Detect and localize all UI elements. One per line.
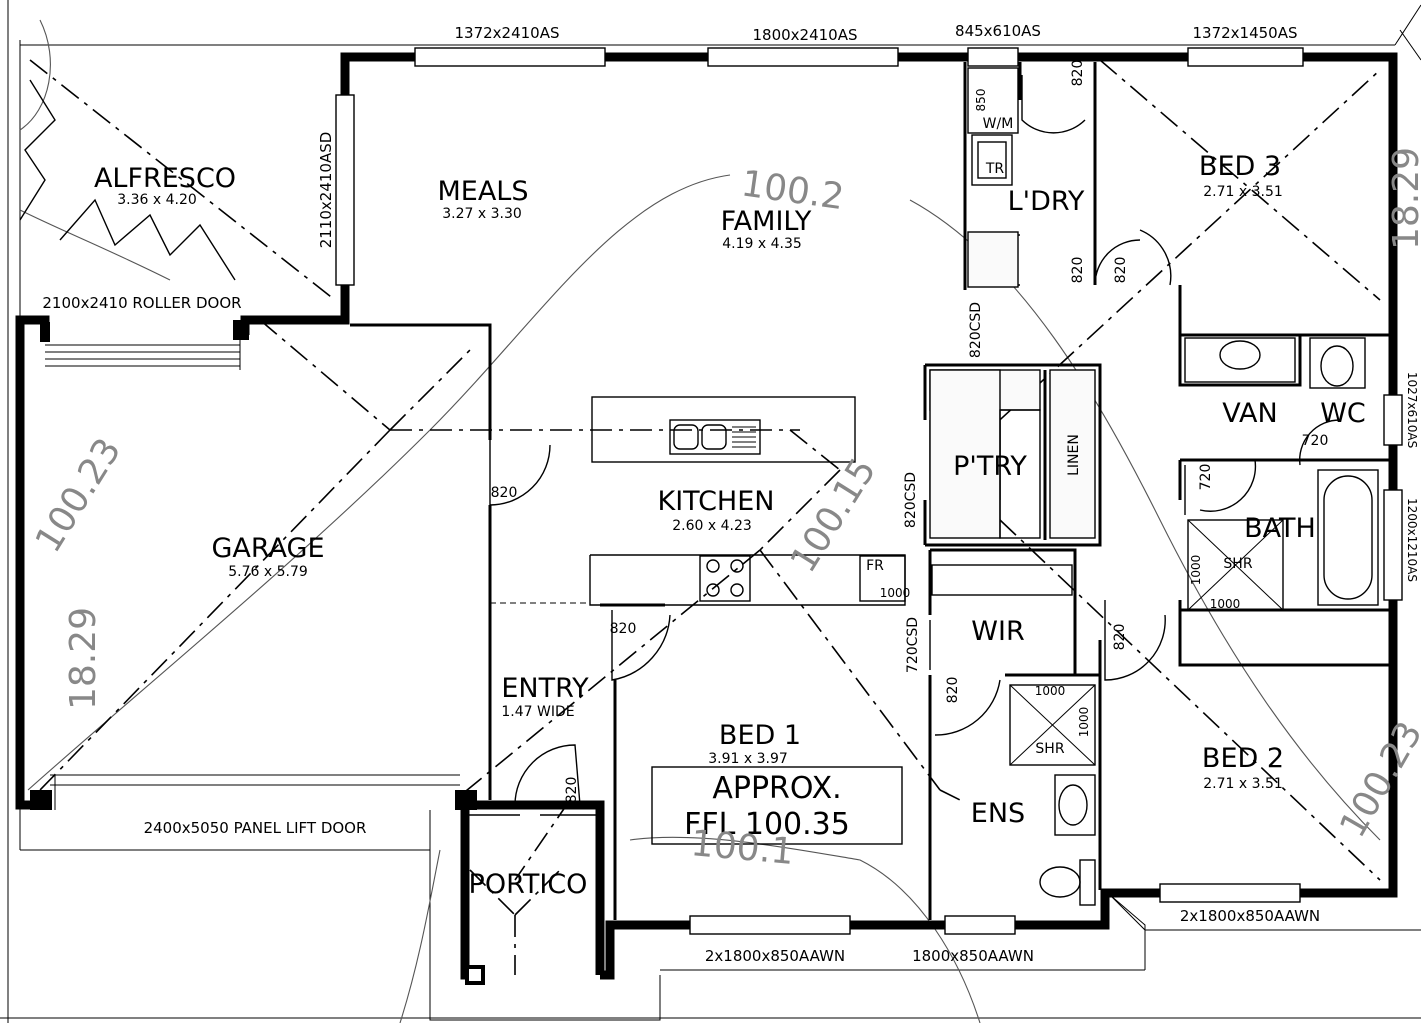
level-100-1: 100.1 [689, 823, 795, 873]
window-label-3: 845x610AS [955, 22, 1041, 40]
bath-shower-width: 1000 [1210, 597, 1241, 611]
room-pantry: P'TRY [953, 451, 1027, 482]
room-portico: PORTICO [469, 869, 588, 900]
ens-shower-width: 1000 [1035, 684, 1066, 698]
ffl-line2: FFL 100.35 [684, 807, 850, 842]
room-bed1: BED 1 [719, 720, 801, 751]
level-18-29-left: 18.29 [63, 607, 104, 710]
laundry-fixtures [967, 67, 1019, 288]
room-labels: ALFRESCO 3.36 x 4.20 MEALS 3.27 x 3.30 F… [94, 151, 1366, 900]
room-garage: GARAGE [211, 533, 324, 564]
room-meals-size: 3.27 x 3.30 [442, 206, 522, 222]
panel-lift-door-label: 2400x5050 PANEL LIFT DOOR [144, 819, 367, 837]
level-100-23-left: 100.23 [28, 431, 130, 560]
panel-lift-door [50, 774, 460, 810]
room-alfresco: ALFRESCO [94, 163, 236, 194]
room-entry: ENTRY [501, 673, 589, 704]
door-label-ens: 820 [945, 677, 961, 704]
window-label-ens: 1800x850AAWN [912, 947, 1034, 965]
window-label-wc: 1027x610AS [1405, 372, 1419, 448]
door-label-laundry-inner: 820 [1070, 257, 1086, 284]
room-family: FAMILY [721, 206, 812, 237]
room-kitchen-size: 2.60 x 4.23 [672, 518, 752, 534]
room-alfresco-size: 3.36 x 4.20 [117, 192, 197, 208]
room-van: VAN [1222, 398, 1277, 429]
ffl-line1: APPROX. [712, 771, 841, 806]
window-label-bath: 1200x1210AS [1405, 498, 1419, 582]
room-kitchen: KITCHEN [658, 486, 775, 517]
room-bed3-size: 2.71 x 3.51 [1203, 184, 1283, 200]
window-label-bed1: 2x1800x850AAWN [705, 947, 845, 965]
room-bed2: BED 2 [1202, 743, 1284, 774]
ens-shower-label: SHR [1035, 741, 1064, 757]
door-label-garage: 820 [491, 485, 518, 501]
room-entry-size: 1.47 WIDE [501, 704, 574, 720]
washing-machine-label: W/M [983, 116, 1014, 132]
room-family-size: 4.19 x 4.35 [722, 236, 802, 252]
door-label-bed2: 820 [1112, 624, 1128, 651]
roller-door [45, 340, 241, 370]
window-label-bed2: 2x1800x850AAWN [1180, 907, 1320, 925]
room-garage-size: 5.76 x 5.79 [228, 564, 308, 580]
room-bed2-size: 2.71 x 3.51 [1203, 776, 1283, 792]
door-label-bed3: 820 [1113, 257, 1129, 284]
door-label-laundry: 820 [1070, 60, 1086, 87]
ffl-box: APPROX. FFL 100.35 [651, 766, 903, 845]
front-trim [465, 814, 1146, 985]
roller-door-label: 2100x2410 ROLLER DOOR [42, 294, 241, 312]
door-labels: 820 820 820 820CSD 820 820CSD 820 720CSD… [491, 60, 1329, 804]
door-label-pantry-csd: 820CSD [903, 472, 919, 528]
room-linen: LINEN [1066, 434, 1082, 476]
alfresco-zigzag [19, 79, 236, 281]
room-meals: MEALS [437, 176, 528, 207]
room-wc: WC [1320, 398, 1366, 429]
internal-walls [350, 62, 1390, 920]
bath-shower-label: SHR [1223, 556, 1252, 572]
level-100-23-right: 100.23 [1332, 715, 1421, 845]
window-label-1: 1372x2410AS [454, 24, 559, 42]
fixture-labels: W/M 850 TR FR 1000 SHR 1000 1000 SHR 100… [866, 89, 1253, 757]
room-bed3: BED 3 [1199, 151, 1281, 182]
opening-labels: 1372x2410AS 1800x2410AS 845x610AS 1372x1… [42, 22, 1419, 965]
level-18-29-right: 18.29 [1386, 147, 1421, 250]
bath-shower-height: 1000 [1189, 555, 1203, 586]
fridge-width: 1000 [880, 586, 911, 600]
room-bed1-size: 3.91 x 3.97 [708, 751, 788, 767]
door-label-portico: 820 [564, 777, 580, 804]
door-label-wir-csd: 720CSD [905, 617, 921, 673]
window-label-2: 1800x2410AS [752, 26, 857, 44]
room-wir: WIR [971, 616, 1024, 647]
ens-shower-height: 1000 [1077, 707, 1091, 738]
trough-label: TR [985, 161, 1005, 177]
door-label-van: 720 [1302, 433, 1329, 449]
door-label-kitchen-entry: 820 [610, 621, 637, 637]
external-walls [15, 52, 1398, 980]
window-label-meals-side: 2110x2410ASD [317, 132, 335, 249]
windows [335, 47, 1403, 935]
storage-shelves [929, 369, 1096, 596]
washing-machine-width: 850 [974, 89, 988, 112]
room-ens: ENS [971, 798, 1025, 829]
bathroom-fixtures [1009, 337, 1379, 906]
kitchen-joinery [490, 396, 906, 606]
door-label-family-csd: 820CSD [968, 302, 984, 358]
room-laundry: L'DRY [1008, 186, 1085, 217]
door-label-bath: 720 [1198, 464, 1214, 491]
fridge-label: FR [866, 558, 884, 574]
window-label-4: 1372x1450AS [1192, 24, 1297, 42]
room-bath: BATH [1244, 513, 1316, 544]
